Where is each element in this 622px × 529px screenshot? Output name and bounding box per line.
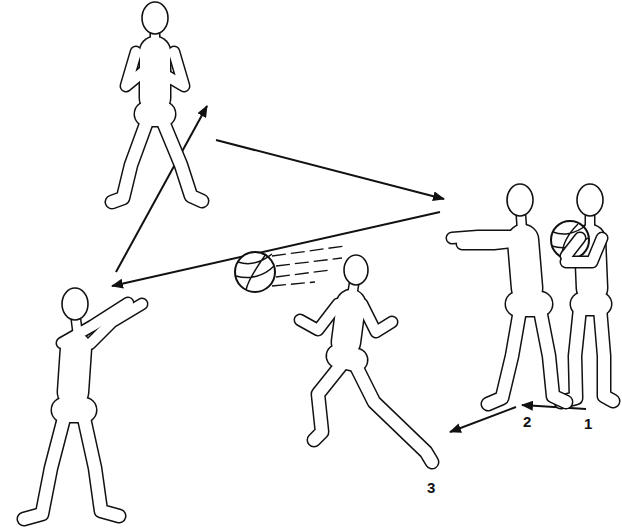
player-figure (551, 184, 613, 402)
callout-number: 3 (427, 480, 435, 495)
player-figure (452, 184, 566, 404)
player-figure (300, 255, 432, 462)
player-figure (24, 288, 142, 519)
move-arrow (450, 407, 516, 432)
callout-number: 2 (523, 414, 531, 429)
pass-arrow (216, 140, 444, 199)
volleyball-in-flight (235, 246, 345, 292)
pass-arrow (112, 212, 440, 286)
callout-number: 1 (584, 416, 592, 431)
player-figure (112, 2, 202, 202)
